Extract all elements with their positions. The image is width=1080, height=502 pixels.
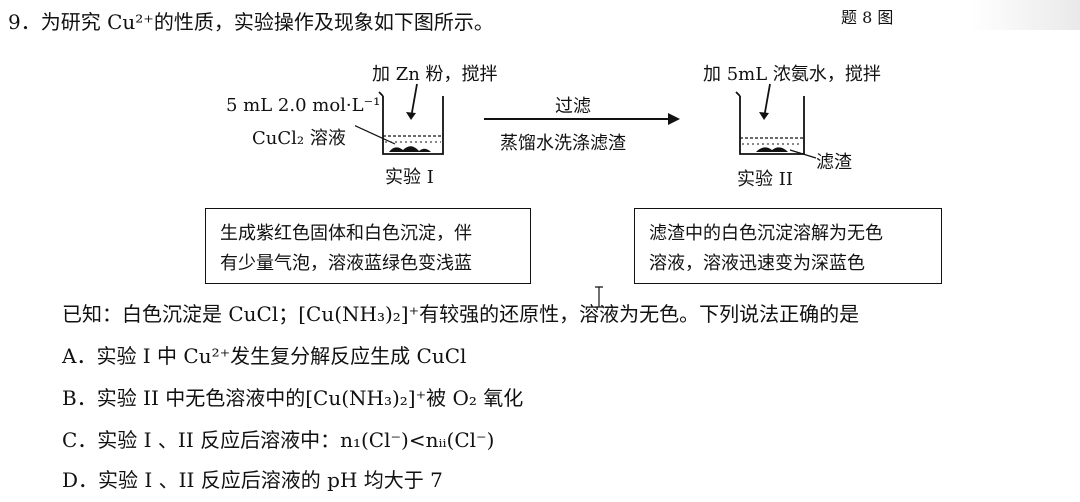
- exp1-observation-box: 生成紫红色固体和白色沉淀，伴 有少量气泡，溶液蓝绿色变浅蓝: [205, 208, 531, 284]
- arrow-top-text: 过滤: [555, 96, 591, 117]
- exp1-observation-line2: 有少量气泡，溶液蓝绿色变浅蓝: [220, 253, 472, 274]
- text-cursor-icon: [595, 286, 603, 308]
- exp2-observation-line2: 溶液，溶液迅速变为深蓝色: [649, 253, 865, 274]
- exp2-observation-line1: 滤渣中的白色沉淀溶解为无色: [649, 223, 883, 244]
- figure-label: 题 8 图: [841, 8, 894, 27]
- exp2-top-label: 加 5mL 浓氨水，搅拌: [703, 64, 881, 85]
- exp1-top-label: 加 Zn 粉，搅拌: [372, 64, 498, 85]
- option-d[interactable]: D．实验 I 、II 反应后溶液的 pH 均大于 7: [62, 468, 443, 492]
- exp1-reagent-line1: 5 mL 2.0 mol·L⁻¹: [226, 95, 381, 116]
- exp2-beaker-icon: [735, 83, 817, 159]
- option-b[interactable]: B．实验 II 中无色溶液中的[Cu(NH₃)₂]⁺被 O₂ 氧化: [62, 386, 524, 410]
- question-stem: 9．为研究 Cu²⁺的性质，实验操作及现象如下图所示。: [8, 10, 494, 34]
- exp1-reagent-line2: CuCl₂ 溶液: [252, 128, 346, 149]
- exp1-name: 实验 I: [385, 167, 434, 188]
- scroll-shadow-strip: [970, 0, 1080, 30]
- process-arrow-icon: [484, 113, 680, 125]
- exp1-beaker-icon: [355, 83, 444, 155]
- exp2-observation-box: 滤渣中的白色沉淀溶解为无色 溶液，溶液迅速变为深蓝色: [634, 208, 942, 284]
- arrow-bottom-text: 蒸馏水洗涤滤渣: [500, 133, 626, 154]
- exp2-side-label: 滤渣: [816, 152, 852, 173]
- option-a[interactable]: A．实验 I 中 Cu²⁺发生复分解反应生成 CuCl: [62, 344, 467, 368]
- option-c[interactable]: C．实验 I 、II 反应后溶液中：n₁(Cl⁻)<nᵢᵢ(Cl⁻): [62, 428, 495, 452]
- known-statement: 已知：白色沉淀是 CuCl；[Cu(NH₃)₂]⁺有较强的还原性，溶液为无色。下…: [62, 302, 860, 326]
- exp2-name: 实验 II: [737, 169, 793, 190]
- exp1-observation-line1: 生成紫红色固体和白色沉淀，伴: [220, 223, 472, 244]
